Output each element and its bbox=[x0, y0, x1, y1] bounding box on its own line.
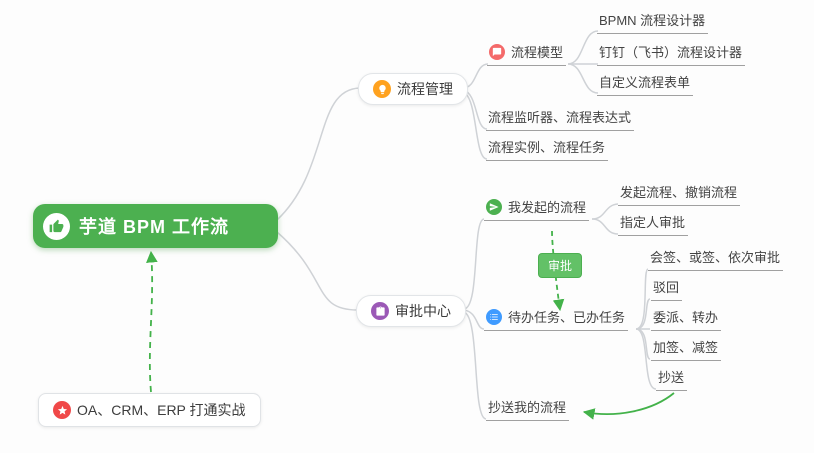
topic-label: 流程实例、流程任务 bbox=[488, 140, 606, 155]
topic-label: 钉钉（飞书）流程设计器 bbox=[599, 45, 743, 60]
topic-bpmn-designer[interactable]: BPMN 流程设计器 bbox=[597, 10, 709, 34]
arrow-note-to-root bbox=[146, 250, 158, 393]
root-topic[interactable]: 芋道 BPM 工作流 bbox=[33, 204, 278, 248]
topic-label: 抄送 bbox=[658, 370, 685, 385]
topic-label: 会签、或签、依次审批 bbox=[650, 250, 781, 265]
topic-label: BPMN 流程设计器 bbox=[599, 13, 706, 28]
paper-plane-icon bbox=[486, 198, 502, 215]
topic-add-remove-sign[interactable]: 加签、减签 bbox=[651, 337, 722, 361]
topic-label: 待办任务、已办任务 bbox=[508, 310, 626, 325]
note-oa-crm-erp[interactable]: OA、CRM、ERP 打通实战 bbox=[38, 393, 261, 427]
thumbs-up-icon bbox=[43, 212, 70, 240]
topic-process-model[interactable]: 流程模型 bbox=[487, 42, 567, 66]
topic-label: 加签、减签 bbox=[653, 340, 719, 355]
arrow-cc-to-cc-my-process bbox=[582, 392, 675, 420]
star-icon bbox=[53, 401, 71, 419]
branch-connectors bbox=[276, 30, 657, 420]
arrow-approval-flow bbox=[551, 230, 565, 312]
topic-label: 审批中心 bbox=[395, 303, 451, 319]
topic-cc-my-process[interactable]: 抄送我的流程 bbox=[486, 397, 570, 421]
topic-process-management[interactable]: 流程管理 bbox=[358, 73, 468, 105]
topic-label: 发起流程、撤销流程 bbox=[620, 185, 738, 200]
topic-cc[interactable]: 抄送 bbox=[656, 367, 688, 391]
topic-label: 委派、转办 bbox=[653, 310, 719, 325]
relationship-label-text: 审批 bbox=[548, 259, 573, 273]
topic-custom-form[interactable]: 自定义流程表单 bbox=[597, 72, 694, 96]
topic-reject[interactable]: 驳回 bbox=[651, 277, 683, 301]
root-topic-label: 芋道 BPM 工作流 bbox=[79, 217, 230, 237]
checklist-icon bbox=[486, 308, 502, 325]
lightbulb-icon bbox=[373, 80, 391, 98]
topic-label: 指定人审批 bbox=[620, 215, 686, 230]
topic-label: 自定义流程表单 bbox=[599, 75, 691, 90]
topic-todo-done-tasks[interactable]: 待办任务、已办任务 bbox=[484, 307, 629, 331]
note-label: OA、CRM、ERP 打通实战 bbox=[77, 402, 246, 418]
topic-instance-task[interactable]: 流程实例、流程任务 bbox=[486, 137, 609, 161]
topic-dingtalk-feishu-designer[interactable]: 钉钉（飞书）流程设计器 bbox=[597, 42, 746, 66]
topic-countersign[interactable]: 会签、或签、依次审批 bbox=[648, 247, 784, 271]
topic-approval-center[interactable]: 审批中心 bbox=[356, 295, 466, 327]
topic-label: 流程监听器、流程表达式 bbox=[488, 110, 632, 125]
topic-initiate-cancel-process[interactable]: 发起流程、撤销流程 bbox=[618, 182, 741, 206]
topic-label: 我发起的流程 bbox=[508, 200, 587, 215]
clipboard-icon bbox=[371, 302, 389, 320]
chat-bubble-icon bbox=[489, 43, 505, 60]
relation-arrows bbox=[146, 230, 675, 420]
topic-label: 流程管理 bbox=[397, 81, 453, 97]
topic-delegate-transfer[interactable]: 委派、转办 bbox=[651, 307, 722, 331]
topic-my-initiated-process[interactable]: 我发起的流程 bbox=[484, 197, 590, 221]
relationship-label-approval[interactable]: 审批 bbox=[538, 253, 583, 278]
topic-assignee-approval[interactable]: 指定人审批 bbox=[618, 212, 689, 236]
topic-label: 流程模型 bbox=[511, 45, 564, 60]
topic-label: 抄送我的流程 bbox=[488, 400, 567, 415]
topic-listener-expression[interactable]: 流程监听器、流程表达式 bbox=[486, 107, 635, 131]
topic-label: 驳回 bbox=[653, 280, 680, 295]
